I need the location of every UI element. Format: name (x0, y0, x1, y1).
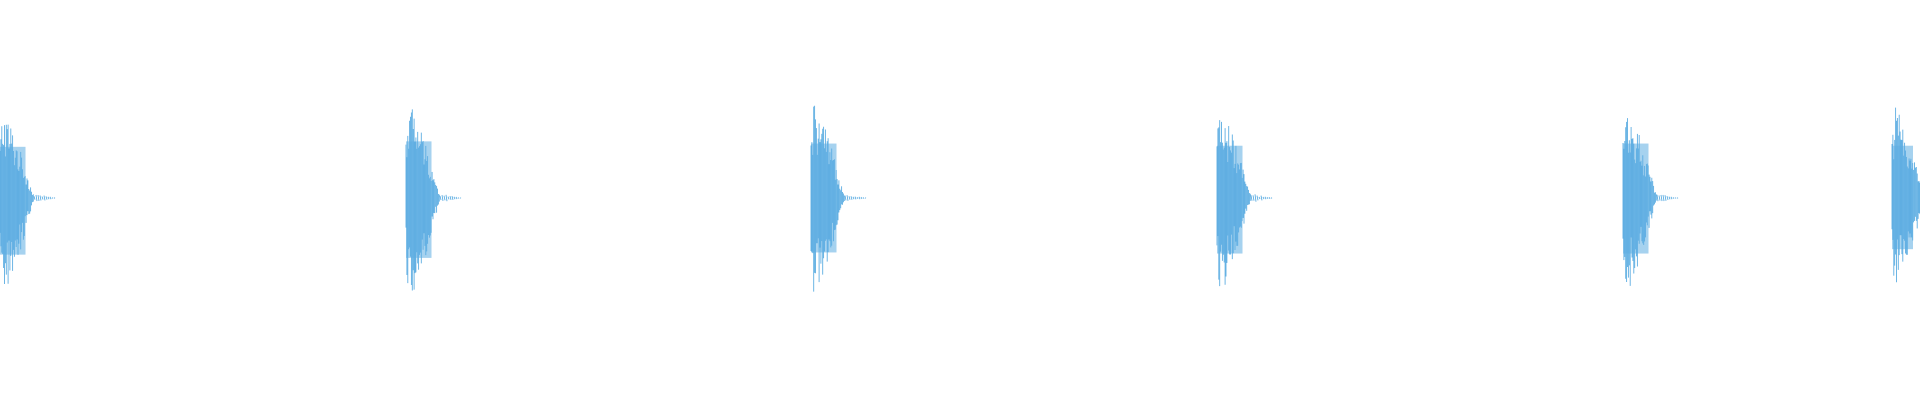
waveform-tail-sample (844, 195, 847, 201)
waveform-tail-sample (1250, 195, 1253, 201)
waveform-tail-sample (43, 195, 46, 201)
waveform-tail-sample (37, 195, 40, 201)
waveform-tail-sample (1256, 195, 1259, 201)
waveform-burst (405, 109, 462, 291)
waveform-tail-sample (850, 196, 853, 200)
waveform-tail-sample (53, 197, 56, 199)
waveform-burst (1216, 120, 1273, 287)
waveform-tail-sample (1264, 196, 1267, 200)
waveform-tail-sample (1254, 194, 1257, 202)
waveform-tail-sample (1656, 194, 1659, 202)
waveform-tail-sample (35, 194, 38, 202)
waveform-tail-sample (1260, 195, 1263, 201)
waveform-tail-sample (439, 195, 442, 201)
waveform-tail-sample (1266, 197, 1269, 199)
waveform-tail-sample (1664, 195, 1667, 201)
waveform-tail-sample (1668, 196, 1671, 200)
waveform-tail-sample (856, 196, 859, 200)
waveform-tail-sample (443, 195, 446, 201)
waveform-tail-sample (449, 196, 452, 200)
waveform-tail-sample (441, 194, 444, 202)
waveform-burst (0, 124, 56, 285)
waveform-tail-sample (447, 196, 450, 200)
waveform-tail-sample (49, 196, 52, 200)
waveform-tail-sample (33, 196, 36, 200)
waveform-tail-sample (1674, 197, 1677, 199)
waveform-tail-sample (1660, 194, 1663, 202)
waveform-tail-sample (846, 195, 849, 201)
waveform-tail-sample (51, 197, 54, 199)
waveform-burst (810, 105, 867, 292)
waveform-tail-sample (860, 196, 863, 200)
waveform-tail-sample (451, 196, 454, 200)
waveform-tail-sample (852, 196, 855, 200)
waveform-tail-sample (1252, 195, 1255, 201)
waveform-tail-sample (1676, 197, 1679, 199)
waveform-tail-sample (1670, 196, 1673, 200)
waveform-tail-sample (1258, 196, 1261, 200)
waveform-tail-sample (1666, 196, 1669, 200)
waveform-tail-sample (848, 196, 851, 200)
waveform-tail-sample (862, 197, 865, 199)
waveform-tail-sample (1270, 197, 1273, 199)
waveform-tail-sample (455, 196, 458, 200)
waveform-tail-sample (1662, 194, 1665, 202)
waveform-tail-sample (47, 196, 50, 200)
waveform-tail-sample (41, 196, 44, 200)
waveform-tail-sample (1262, 196, 1265, 200)
waveform-tail-sample (854, 196, 857, 200)
waveform-tail-sample (45, 196, 48, 200)
waveform-burst (1622, 118, 1679, 286)
waveform-tail-sample (1672, 197, 1675, 199)
waveform-tail-sample (457, 197, 460, 199)
waveform-burst (1891, 107, 1920, 283)
waveform-tail-sample (858, 196, 861, 200)
waveform-bursts (0, 105, 1920, 292)
waveform-tail-sample (453, 196, 456, 200)
waveform-tail-sample (1658, 195, 1661, 201)
waveform-tail-sample (1268, 196, 1271, 200)
waveform-tail-sample (39, 195, 42, 201)
waveform-tail-sample (445, 194, 448, 202)
